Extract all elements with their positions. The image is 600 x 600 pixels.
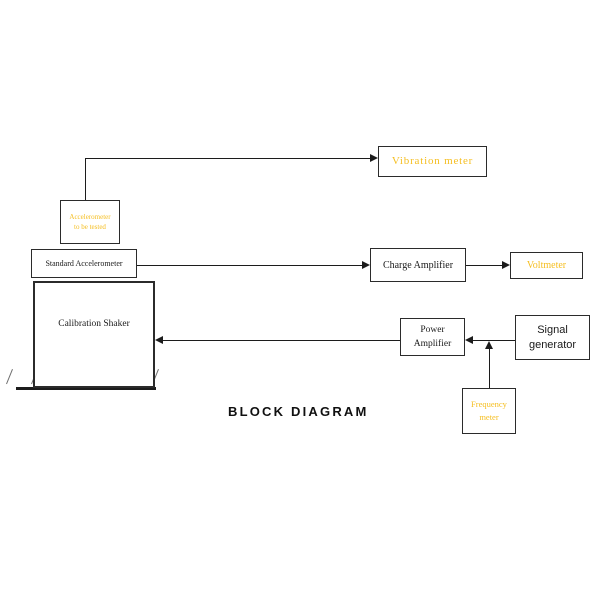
connector-power-amplifier-to-shaker — [163, 340, 400, 341]
block-vibration-meter-label: Vibration meter — [391, 155, 474, 168]
block-accelerometer-under-test[interactable]: Accelerometer to be tested — [60, 200, 120, 244]
arrowhead-frequency-meter-junction — [484, 341, 493, 349]
ground-line — [16, 387, 156, 390]
block-charge-amplifier-label: Charge Amplifier — [382, 259, 454, 271]
block-calibration-shaker[interactable]: Calibration Shaker — [33, 281, 155, 388]
block-charge-amplifier[interactable]: Charge Amplifier — [370, 248, 466, 282]
block-vibration-meter[interactable]: Vibration meter — [378, 146, 487, 177]
block-power-amplifier[interactable]: Power Amplifier — [400, 318, 465, 356]
connector-charge-amplifier-to-voltmeter — [466, 265, 502, 266]
block-frequency-meter-label-line2: meter — [479, 412, 499, 422]
block-frequency-meter[interactable]: Frequency meter — [462, 388, 516, 434]
block-voltmeter-label: Voltmeter — [526, 260, 567, 271]
connector-frequency-meter-to-signal-line — [489, 348, 490, 388]
block-accelerometer-under-test-label-line2: to be tested — [74, 223, 106, 231]
connector-accelerometer-to-vibration-meter-vertical — [85, 158, 86, 202]
block-voltmeter[interactable]: Voltmeter — [510, 252, 583, 279]
block-calibration-shaker-label: Calibration Shaker — [58, 319, 130, 330]
arrowhead-into-voltmeter — [502, 260, 510, 269]
arrowhead-into-charge-amplifier — [362, 260, 370, 269]
arrowhead-into-calibration-shaker — [155, 335, 163, 344]
block-signal-generator[interactable]: Signal generator — [515, 315, 590, 360]
block-frequency-meter-label-line1: Frequency — [471, 399, 507, 410]
arrowhead-into-vibration-meter — [370, 153, 378, 162]
diagram-title: BLOCK DIAGRAM — [228, 404, 369, 419]
block-power-amplifier-label-line2: Amplifier — [413, 339, 452, 349]
block-power-amplifier-label-line1: Power — [420, 324, 445, 335]
arrowhead-into-power-amplifier — [465, 335, 473, 344]
connector-standard-accelerometer-to-charge-amplifier — [137, 265, 362, 266]
connector-signal-generator-to-power-amplifier — [473, 340, 515, 341]
block-signal-generator-label-line1: Signal — [537, 323, 568, 336]
block-standard-accelerometer-label: Standard Accelerometer — [45, 258, 123, 268]
connector-accelerometer-to-vibration-meter-horizontal — [85, 158, 370, 159]
block-standard-accelerometer[interactable]: Standard Accelerometer — [31, 249, 137, 278]
block-accelerometer-under-test-label-line1: Accelerometer — [69, 212, 111, 221]
block-signal-generator-label-line2: generator — [528, 338, 577, 351]
ground-hatch-mark — [6, 368, 13, 385]
